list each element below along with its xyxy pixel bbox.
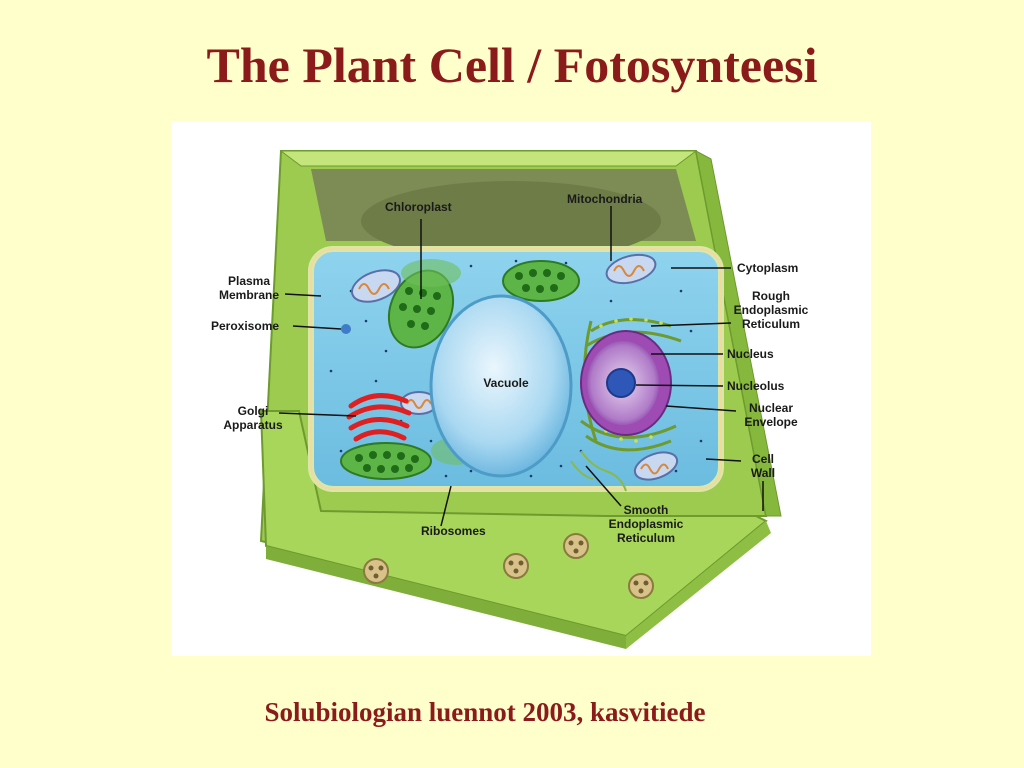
- label-smooth-er-line2: Endoplasmic: [609, 517, 684, 531]
- label-cytoplasm: Cytoplasm: [737, 261, 798, 275]
- label-cell-wall-line2: Wall: [751, 466, 775, 480]
- smooth-endoplasmic-reticulum: [570, 450, 627, 492]
- label-cell-wall-line1: Cell: [752, 452, 774, 466]
- golgi-apparatus: [346, 393, 412, 442]
- nucleus: [580, 330, 672, 436]
- label-chloroplast: Chloroplast: [385, 200, 452, 214]
- label-nucleus: Nucleus: [727, 347, 774, 361]
- label-rough-er-line2: Endoplasmic: [734, 303, 809, 317]
- label-peroxisome: Peroxisome: [211, 319, 279, 333]
- label-plasma-membrane-line1: Plasma: [228, 274, 270, 288]
- chloroplast-organelles: [340, 259, 580, 480]
- slide-footer: Solubiologian luennot 2003, kasvitiede: [264, 697, 706, 727]
- label-vacuole: Vacuole: [483, 376, 529, 390]
- label-rough-er-line3: Reticulum: [742, 317, 800, 331]
- leader-lines: [278, 206, 764, 527]
- label-nuclear-envelope-line2: Envelope: [744, 415, 798, 429]
- label-smooth-er-line3: Reticulum: [617, 531, 675, 545]
- mitochondria-organelles: [351, 253, 679, 481]
- label-nucleolus: Nucleolus: [727, 379, 785, 393]
- plant-cell-diagram: Chloroplast Mitochondria Plasma Membrane…: [211, 150, 809, 649]
- label-mitochondria: Mitochondria: [567, 192, 643, 206]
- cell-wall-pits: [363, 533, 654, 599]
- vacuole: [429, 294, 573, 478]
- plant-cell-figure: Chloroplast Mitochondria Plasma Membrane…: [171, 121, 871, 656]
- nucleolus: [606, 368, 636, 398]
- label-golgi-line2: Apparatus: [223, 418, 283, 432]
- label-smooth-er-line1: Smooth: [624, 503, 669, 517]
- label-golgi-line1: Golgi: [238, 404, 269, 418]
- label-ribosomes: Ribosomes: [421, 524, 486, 538]
- label-nuclear-envelope-line1: Nuclear: [749, 401, 793, 415]
- label-rough-er-line1: Rough: [752, 289, 790, 303]
- label-plasma-membrane-line2: Membrane: [219, 288, 279, 302]
- slide-title: The Plant Cell / Fotosynteesi: [206, 37, 818, 93]
- peroxisome: [341, 324, 351, 334]
